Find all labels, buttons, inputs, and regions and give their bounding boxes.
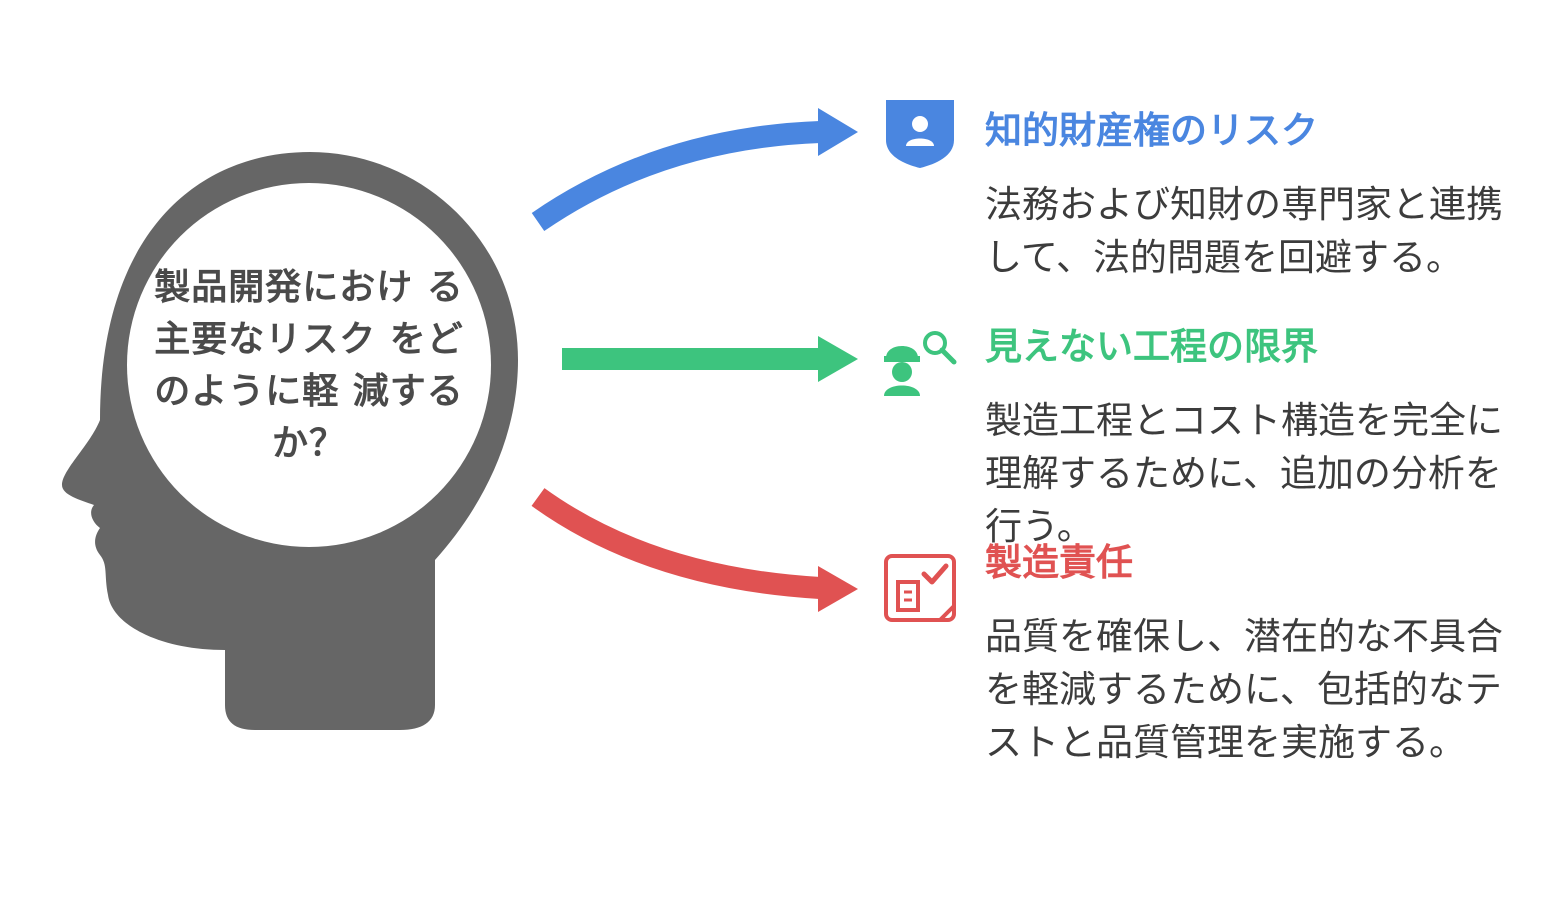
user-shield-icon [886,100,954,168]
ip-risk-title: 知的財産権のリスク [985,109,1318,152]
process-limit-title: 見えない工程の限界 [985,325,1318,368]
arrow-to-manufacturing [531,488,821,599]
manufacturing-liability-title: 製造責任 [985,541,1133,584]
building-checklist-icon [884,554,956,622]
process-limit-description: 製造工程とコスト構造を完全に理解するために、追加の分析を行う。 [985,399,1503,548]
arrow-to-ip [531,121,821,232]
worker-search-icon [884,331,957,396]
question-circle [127,183,491,547]
arrow-head-ip [818,108,858,156]
arrow-head-process [818,336,858,382]
arrow-head-manufacturing [818,566,858,612]
ip-risk-description: 法務および知財の専門家と連携して、法的問題を回避する。 [985,183,1503,279]
manufacturing-liability-description: 品質を確保し、潜在的な不具合を軽減するために、包括的なテストと品質管理を実施する… [985,615,1503,764]
center-question: 製品開発におけ る主要なリスク をどのように軽 減するか？ [154,267,464,464]
